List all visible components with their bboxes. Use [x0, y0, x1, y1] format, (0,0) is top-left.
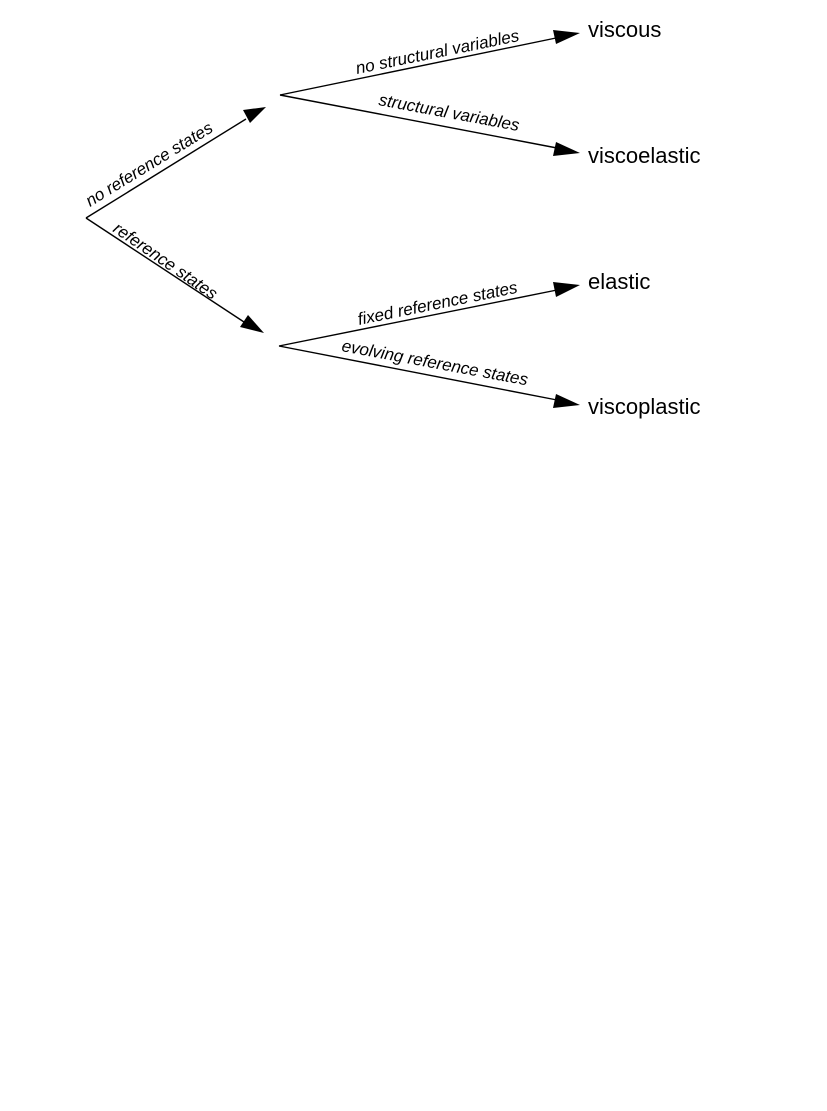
edge-root-to-upper — [85, 118, 247, 219]
edge-label-no-structural-variables: no structural variables — [354, 26, 521, 78]
leaf-label-elastic: elastic — [588, 269, 650, 294]
arrowhead-to-viscoplastic — [553, 394, 580, 408]
edge-label-reference-states: reference states — [110, 219, 222, 304]
edge-label-fixed-reference-states: fixed reference states — [356, 278, 520, 329]
leaf-label-viscoelastic: viscoelastic — [588, 143, 700, 168]
leaf-label-viscoplastic: viscoplastic — [588, 394, 700, 419]
edge-root-to-lower — [85, 217, 245, 323]
leaf-label-viscous: viscous — [588, 17, 661, 42]
arrowhead-root-to-upper — [243, 107, 266, 123]
edge-label-structural-variables: structural variables — [377, 90, 521, 135]
edge-upper-to-viscous — [279, 37, 557, 96]
edge-lower-to-elastic — [278, 289, 558, 347]
arrowhead-to-viscous — [553, 30, 580, 44]
arrowhead-root-to-lower — [240, 315, 264, 333]
edge-upper-to-viscoelastic — [279, 94, 558, 149]
edge-label-no-reference-states: no reference states — [82, 118, 216, 211]
arrowhead-to-elastic — [553, 282, 580, 297]
arrowhead-to-viscoelastic — [553, 142, 580, 156]
edge-lower-to-viscoplastic — [278, 345, 558, 401]
